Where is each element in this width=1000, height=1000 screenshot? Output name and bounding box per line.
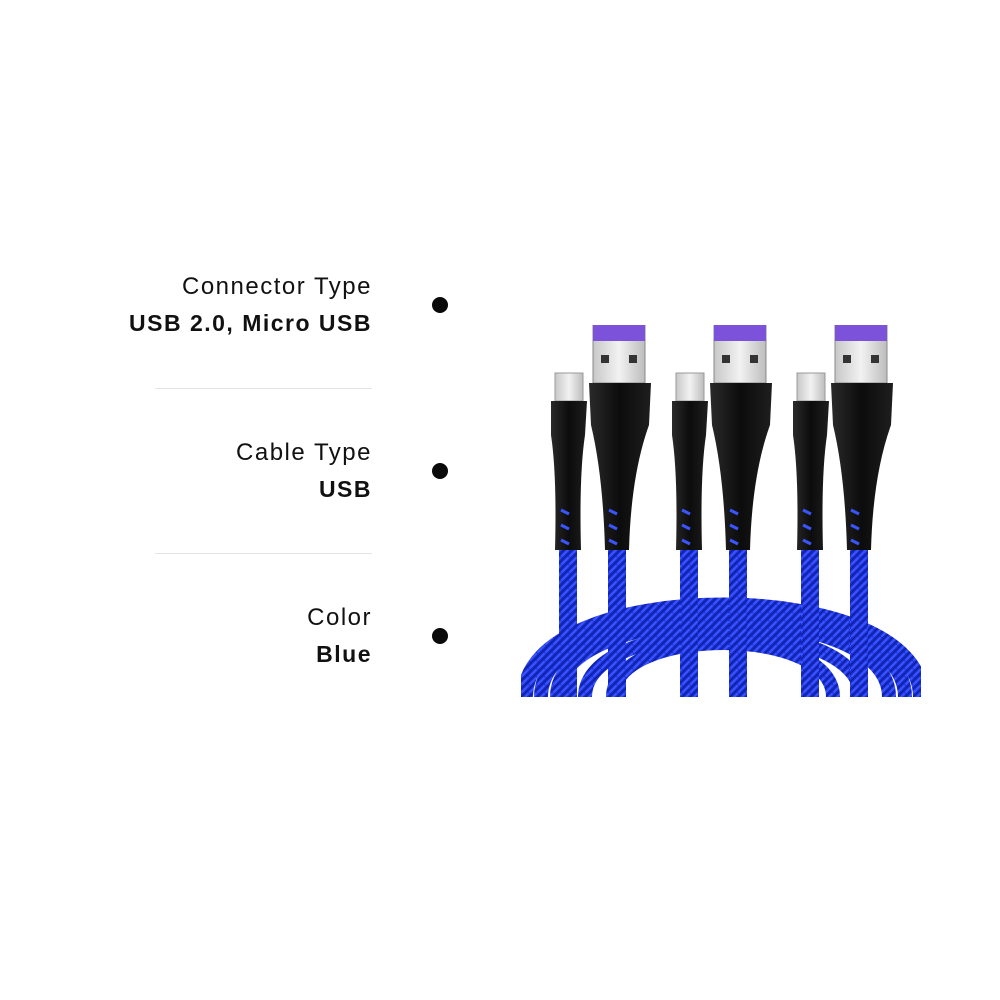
product-image-usb-cables <box>521 325 921 697</box>
spec-label: Cable Type <box>236 439 372 466</box>
cable-set-2 <box>672 325 772 697</box>
divider <box>155 388 372 389</box>
spec-value: Blue <box>316 641 372 667</box>
spec-cable-type: Cable Type USB <box>100 438 372 504</box>
spec-connector-type: Connector Type USB 2.0, Micro USB <box>100 272 372 338</box>
spec-label: Connector Type <box>182 273 372 300</box>
spec-color: Color Blue <box>100 603 372 669</box>
spec-value: USB <box>318 476 372 502</box>
spec-label: Color <box>307 604 372 631</box>
bullet-dot <box>432 463 448 479</box>
divider <box>155 553 372 554</box>
product-specs: Connector Type USB 2.0, Micro USB Cable … <box>0 0 460 1000</box>
cable-set-1 <box>551 325 651 697</box>
bullet-dot <box>432 628 448 644</box>
bullet-dot <box>432 297 448 313</box>
spec-value: USB 2.0, Micro USB <box>129 310 372 336</box>
cable-set-3 <box>793 325 893 697</box>
cable-illustration <box>521 325 921 697</box>
